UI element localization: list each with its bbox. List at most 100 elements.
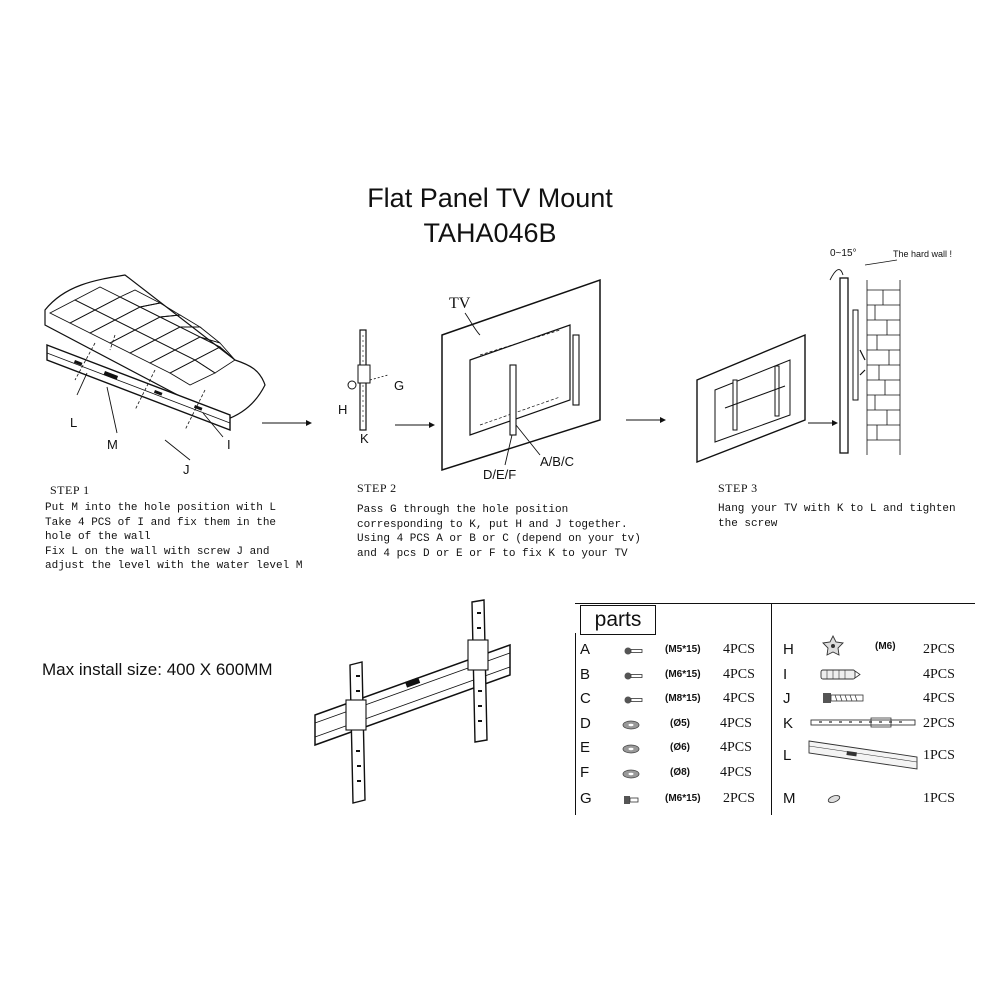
step2-heading: STEP 2 <box>357 481 397 495</box>
screw-icon <box>624 672 643 680</box>
parts-row-F: F (Ø8) 4PCS <box>580 764 770 788</box>
arrow-right-icon <box>626 417 666 423</box>
parts-row-L: L 1PCS <box>783 740 973 771</box>
arrow-right-icon <box>262 420 312 426</box>
parts-row-D: D (Ø5) 4PCS <box>580 715 770 739</box>
parts-left-border <box>575 633 576 815</box>
parts-row-M: M 1PCS <box>783 790 973 814</box>
parts-row-A: A (M5*15) 4PCS <box>580 641 770 665</box>
part-letter: H <box>783 641 794 658</box>
arrow-right-icon <box>808 420 838 426</box>
part-letter: I <box>783 666 788 683</box>
part-size: (Ø5) <box>670 718 690 729</box>
step2-line: corresponding to K, put H and J together… <box>357 518 628 531</box>
parts-row-B: B (M6*15) 4PCS <box>580 666 770 690</box>
label-hard-wall: The hard wall ! <box>893 249 953 259</box>
part-size: (Ø6) <box>670 742 690 753</box>
washer-icon <box>622 720 640 730</box>
parts-row-E: E (Ø6) 4PCS <box>580 739 770 763</box>
step3-wall-illustration <box>829 259 901 455</box>
step3-instructions: Hang your TV with K to L and tighten the… <box>718 502 978 531</box>
label-J: J <box>183 462 190 477</box>
part-qty: 4PCS <box>923 667 955 682</box>
part-qty: 4PCS <box>723 691 755 706</box>
wall-plate-icon <box>808 740 918 770</box>
part-qty: 1PCS <box>923 748 955 763</box>
part-qty: 4PCS <box>723 667 755 682</box>
label-ABC: A/B/C <box>540 454 574 469</box>
step2-line: Pass G through the hole position <box>357 504 569 516</box>
step1-line: hole of the wall <box>45 531 151 543</box>
label-TV: TV <box>449 295 471 312</box>
part-qty: 4PCS <box>723 642 755 657</box>
part-qty: 4PCS <box>720 765 752 780</box>
part-letter: K <box>783 715 794 732</box>
part-size: (M6*15) <box>665 793 701 804</box>
parts-title: parts <box>580 605 656 635</box>
lag-bolt-icon <box>823 693 864 703</box>
step3-line: the screw <box>718 517 778 530</box>
part-qty: 4PCS <box>923 691 955 706</box>
parts-divider <box>771 603 772 815</box>
step2-tv-illustration <box>441 278 601 472</box>
step2-bracket-illustration <box>347 329 389 431</box>
step1-line: Put M into the hole position with L <box>45 502 277 514</box>
label-K: K <box>360 431 369 446</box>
wall-anchor-icon <box>820 669 861 680</box>
spirit-level-icon <box>827 795 841 803</box>
part-qty: 1PCS <box>923 791 955 806</box>
tv-bracket-icon <box>810 717 916 728</box>
label-H: H <box>338 402 348 417</box>
parts-row-H: H (M6) 2PCS <box>783 634 973 665</box>
step3-line: Hang your TV with K to L and tighten <box>718 503 956 515</box>
step1-line: Fix L on the wall with screw J and <box>45 545 270 558</box>
part-letter: M <box>783 790 796 807</box>
part-size: (M5*15) <box>665 644 701 655</box>
mount-assembly-illustration <box>314 599 511 804</box>
part-letter: F <box>580 764 590 781</box>
part-size: (M6) <box>875 641 896 652</box>
part-qty: 2PCS <box>723 791 755 806</box>
step2-line: Using 4 PCS A or B or C (depend on your … <box>357 533 641 545</box>
max-install-size: Max install size: 400 X 600MM <box>42 660 273 679</box>
bolt-icon <box>624 796 639 804</box>
part-letter: G <box>580 790 592 807</box>
part-letter: A <box>580 641 591 658</box>
screw-icon <box>624 696 643 704</box>
part-letter: E <box>580 739 591 756</box>
parts-row-K: K 2PCS <box>783 715 973 739</box>
step3-heading: STEP 3 <box>718 481 758 495</box>
part-letter: C <box>580 690 591 707</box>
step1-line: Take 4 PCS of I and fix them in the <box>45 516 277 529</box>
label-L: L <box>70 415 78 430</box>
label-M: M <box>107 437 118 452</box>
step2-instructions: Pass G through the hole position corresp… <box>357 503 647 561</box>
part-size: (M6*15) <box>665 669 701 680</box>
part-qty: 4PCS <box>720 740 752 755</box>
washer-icon <box>622 769 640 779</box>
knob-icon <box>822 634 844 656</box>
part-letter: J <box>783 690 791 707</box>
part-letter: B <box>580 666 591 683</box>
step1-instructions: Put M into the hole position with L Take… <box>45 501 305 574</box>
step1-line: adjust the level with the water level M <box>45 560 303 572</box>
screw-icon <box>624 647 643 655</box>
washer-icon <box>622 744 640 754</box>
part-size: (M8*15) <box>665 693 701 704</box>
part-size: (Ø8) <box>670 767 690 778</box>
part-qty: 2PCS <box>923 642 955 657</box>
part-qty: 2PCS <box>923 716 955 731</box>
parts-row-J: J 4PCS <box>783 690 973 714</box>
arrow-right-icon <box>395 422 435 428</box>
step2-line: and 4 pcs D or E or F to fix K to your T… <box>357 547 628 560</box>
parts-row-C: C (M8*15) 4PCS <box>580 690 770 714</box>
parts-row-G: G (M6*15) 2PCS <box>580 790 770 814</box>
part-letter: L <box>783 747 792 764</box>
label-I: I <box>227 437 231 452</box>
label-DEF: D/E/F <box>483 467 517 482</box>
part-qty: 4PCS <box>720 716 752 731</box>
part-letter: D <box>580 715 591 732</box>
step1-wall-illustration <box>44 274 266 461</box>
step3-tv-illustration <box>696 333 806 464</box>
parts-table <box>575 603 975 816</box>
